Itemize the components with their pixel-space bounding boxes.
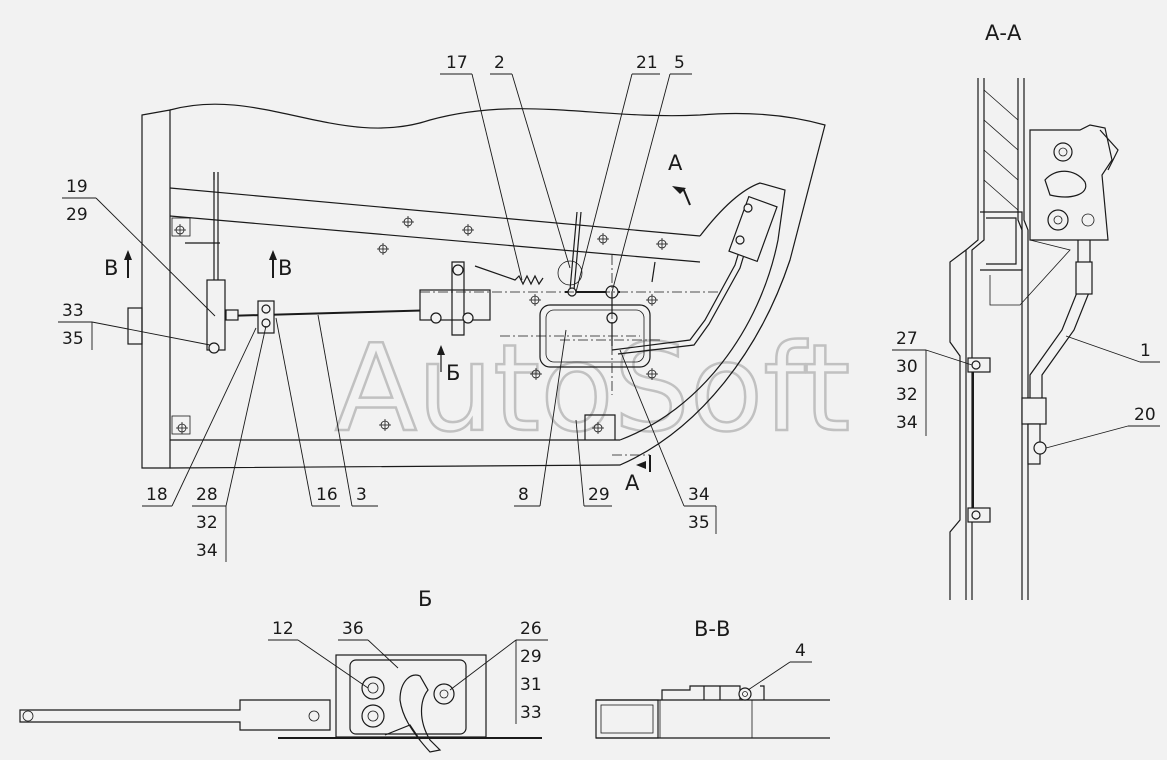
cut-b-label: Б: [446, 361, 460, 385]
callouts-section-vv: 4: [747, 641, 812, 691]
section-aa-title: А-А: [985, 21, 1022, 45]
section-vv-title: В-В: [694, 617, 730, 641]
callout-12: 12: [272, 619, 294, 639]
cut-v-left-label: В: [104, 256, 118, 280]
callout-18: 18: [146, 485, 168, 505]
callout-30: 30: [896, 357, 918, 377]
callout-29-a: 29: [66, 205, 88, 225]
callout-31: 31: [520, 675, 542, 695]
callout-1: 1: [1140, 341, 1151, 361]
callout-21: 21: [636, 53, 658, 73]
callout-3: 3: [356, 485, 367, 505]
callout-33-a: 33: [62, 301, 84, 321]
callout-35-a: 35: [62, 329, 84, 349]
callout-4: 4: [795, 641, 806, 661]
view-b: Б: [19, 587, 542, 753]
callout-27: 27: [896, 329, 918, 349]
callout-35-b: 35: [688, 513, 710, 533]
callout-2: 2: [494, 53, 505, 73]
callout-29-c: 29: [520, 647, 542, 667]
callout-34-b: 34: [688, 485, 710, 505]
callouts-main: 19 29 33 35 17 2 21 5 18 28 32 34 16 3: [58, 53, 717, 562]
callout-32-b: 32: [896, 385, 918, 405]
section-aa: А-А: [949, 21, 1119, 600]
callouts-view-b: 12 36 26 29 31 33: [268, 619, 548, 724]
callout-19: 19: [66, 177, 88, 197]
watermark-text: AutoSoft: [335, 320, 850, 459]
callout-8: 8: [518, 485, 529, 505]
callout-20: 20: [1134, 405, 1156, 425]
callout-5: 5: [674, 53, 685, 73]
section-markers: В В Б А А: [104, 151, 691, 495]
callout-34-c: 34: [896, 413, 918, 433]
callout-16: 16: [316, 485, 338, 505]
cut-a-top-label: А: [668, 151, 683, 175]
callout-28: 28: [196, 485, 218, 505]
callout-29-b: 29: [588, 485, 610, 505]
callout-36: 36: [342, 619, 364, 639]
callout-32-a: 32: [196, 513, 218, 533]
view-b-title: Б: [418, 587, 432, 611]
callouts-section-aa: 27 30 32 34 1 20: [892, 329, 1160, 449]
cut-v-right-label: В: [278, 256, 292, 280]
section-vv: В-В: [595, 617, 830, 739]
cut-a-bottom-label: А: [625, 471, 640, 495]
callout-34-a: 34: [196, 541, 218, 561]
callout-17: 17: [446, 53, 468, 73]
main-view-door: [127, 103, 826, 469]
callout-26: 26: [520, 619, 542, 639]
callout-33-b: 33: [520, 703, 542, 723]
